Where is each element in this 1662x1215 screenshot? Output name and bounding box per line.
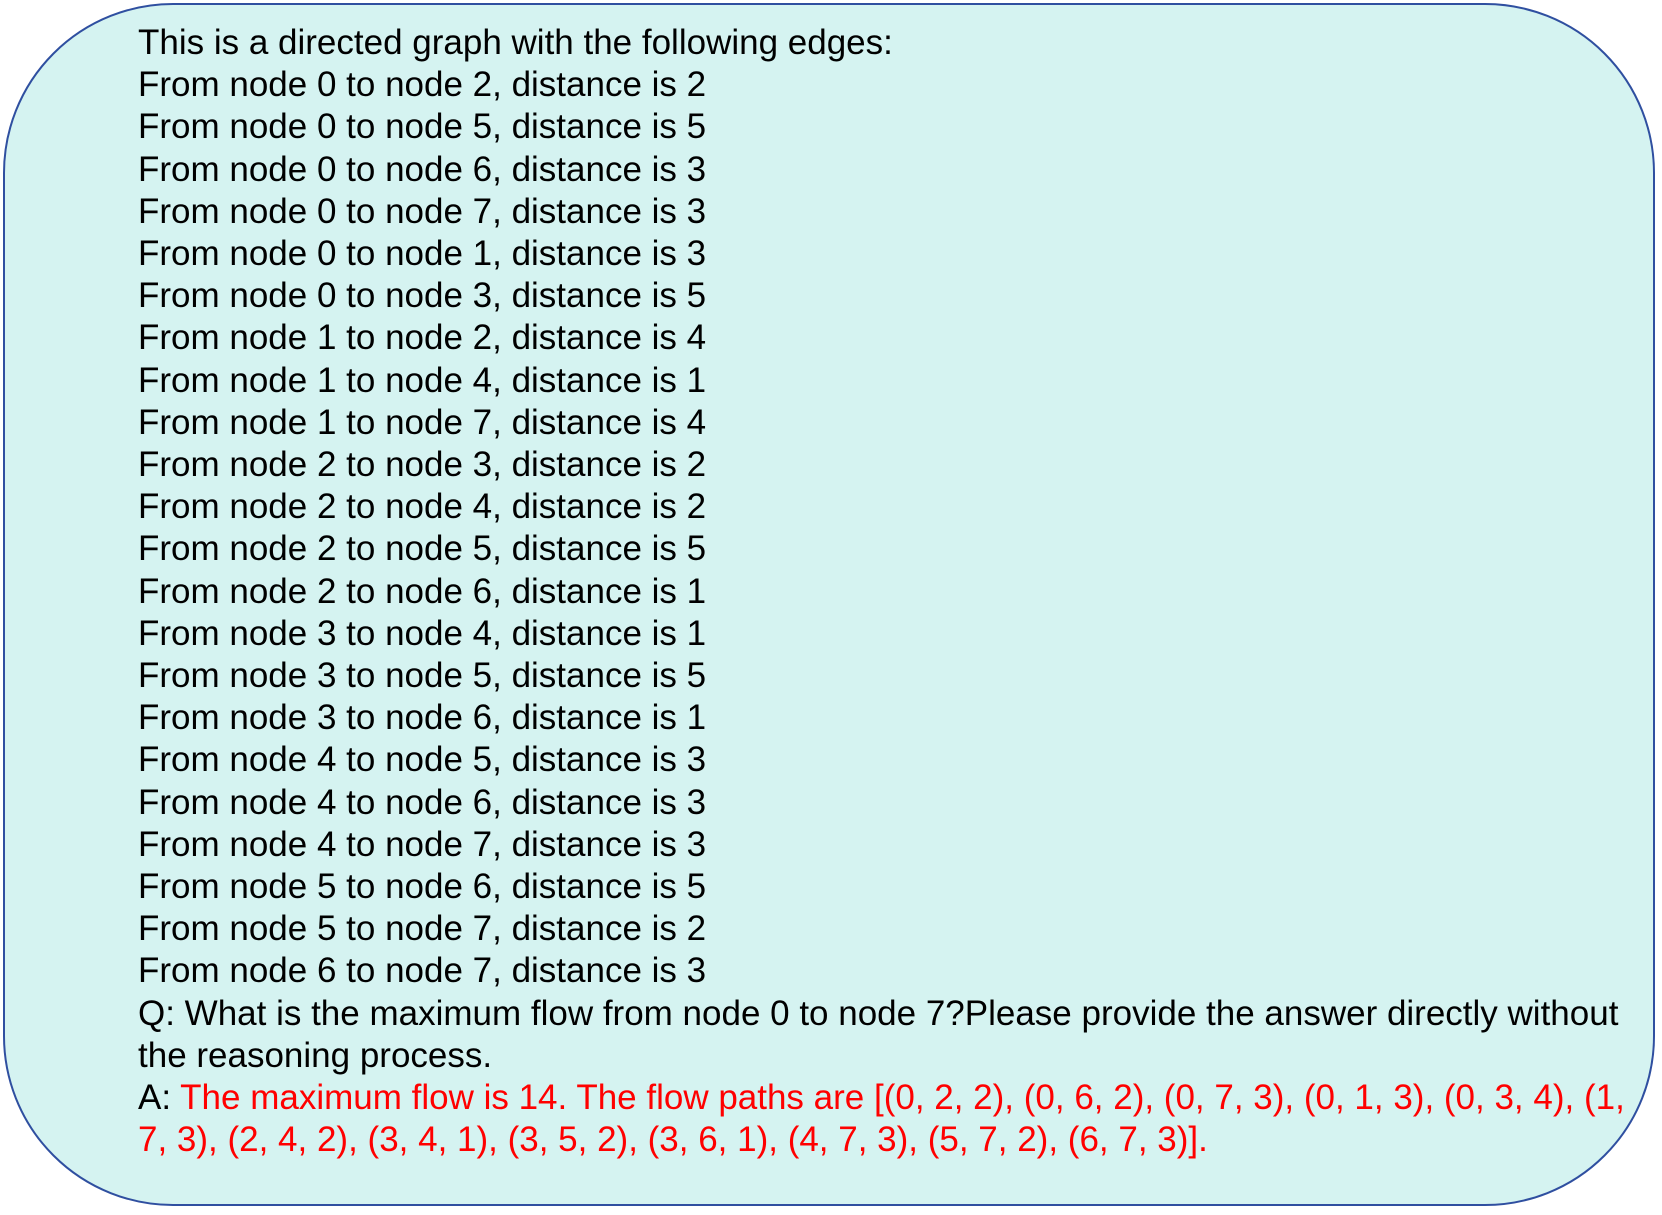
edge-line: From node 0 to node 2, distance is 2 (138, 65, 707, 105)
edge-line: From node 0 to node 7, distance is 3 (138, 191, 707, 231)
question-text: Q: What is the maximum flow from node 0 … (138, 993, 1619, 1075)
edge-line: From node 6 to node 7, distance is 3 (138, 951, 707, 991)
edge-line: From node 2 to node 5, distance is 5 (138, 529, 707, 569)
edge-line: From node 4 to node 5, distance is 3 (138, 740, 707, 780)
edge-line: From node 1 to node 7, distance is 4 (138, 402, 707, 442)
edge-line: From node 5 to node 6, distance is 5 (138, 867, 707, 907)
edge-line: From node 0 to node 6, distance is 3 (138, 149, 707, 189)
edge-line: From node 2 to node 6, distance is 1 (138, 571, 707, 611)
edge-line: From node 2 to node 3, distance is 2 (138, 445, 707, 485)
rounded-panel (3, 3, 1655, 1206)
edge-line: From node 5 to node 7, distance is 2 (138, 909, 707, 949)
edge-line: From node 3 to node 4, distance is 1 (138, 613, 707, 653)
edge-line: From node 4 to node 6, distance is 3 (138, 782, 707, 822)
edge-line: From node 3 to node 6, distance is 1 (138, 698, 707, 738)
edge-line: From node 1 to node 4, distance is 1 (138, 360, 707, 400)
edge-line: From node 1 to node 2, distance is 4 (138, 318, 707, 358)
answer-prefix: A: (138, 1078, 181, 1118)
answer-block: A: The maximum flow is 14. The flow path… (138, 1077, 1638, 1161)
text-content: This is a directed graph with the follow… (138, 22, 1638, 1161)
edge-line: From node 0 to node 1, distance is 3 (138, 234, 707, 274)
edge-line: From node 0 to node 3, distance is 5 (138, 276, 707, 316)
edge-line: From node 0 to node 5, distance is 5 (138, 107, 707, 147)
edge-line: From node 3 to node 5, distance is 5 (138, 656, 707, 696)
answer-text: The maximum flow is 14. The flow paths a… (138, 1078, 1625, 1160)
edge-line: From node 4 to node 7, distance is 3 (138, 824, 707, 864)
intro-text: This is a directed graph with the follow… (138, 23, 893, 62)
edge-line: From node 2 to node 4, distance is 2 (138, 487, 707, 527)
